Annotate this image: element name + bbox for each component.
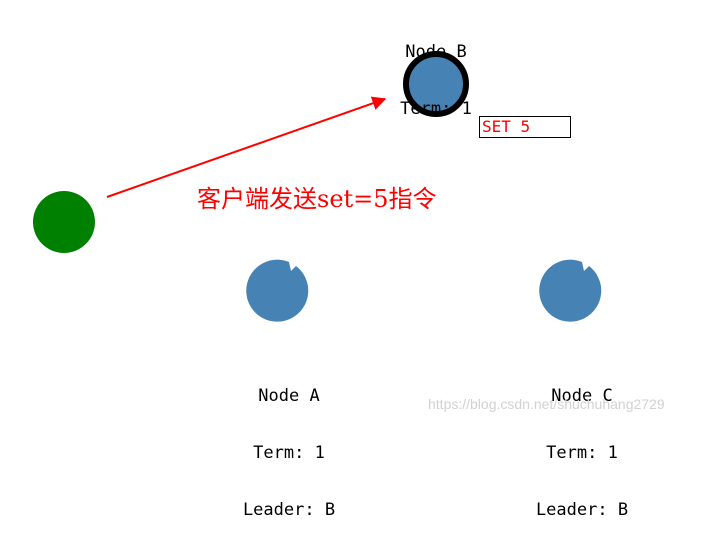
node-b-term: Term: 1 (400, 99, 472, 119)
node-a-circle (246, 259, 309, 322)
node-c-label: Node C Term: 1 Leader: B (522, 349, 642, 539)
node-b-label: Node B Term: 1 (386, 5, 486, 138)
node-c-circle (539, 259, 602, 322)
node-c-name: Node C (551, 386, 613, 406)
client-node (33, 191, 95, 253)
node-c-leader: Leader: B (535, 500, 629, 520)
request-arrow (106, 96, 387, 198)
raft-diagram-canvas (33, 51, 602, 322)
client-command-caption: 客户端发送set=5指令 (197, 185, 437, 213)
node-b-name: Node B (405, 42, 467, 62)
node-c-term: Term: 1 (546, 443, 618, 463)
node-a-name: Node A (258, 386, 320, 406)
command-box: SET 5 (479, 116, 571, 138)
node-a-term: Term: 1 (253, 443, 325, 463)
node-b-circle (403, 51, 469, 117)
watermark: https://blog.csdn.net/shuchuhang2729 (428, 396, 665, 412)
node-a-label: Node A Term: 1 Leader: B (229, 349, 349, 539)
node-a-leader: Leader: B (242, 500, 336, 520)
